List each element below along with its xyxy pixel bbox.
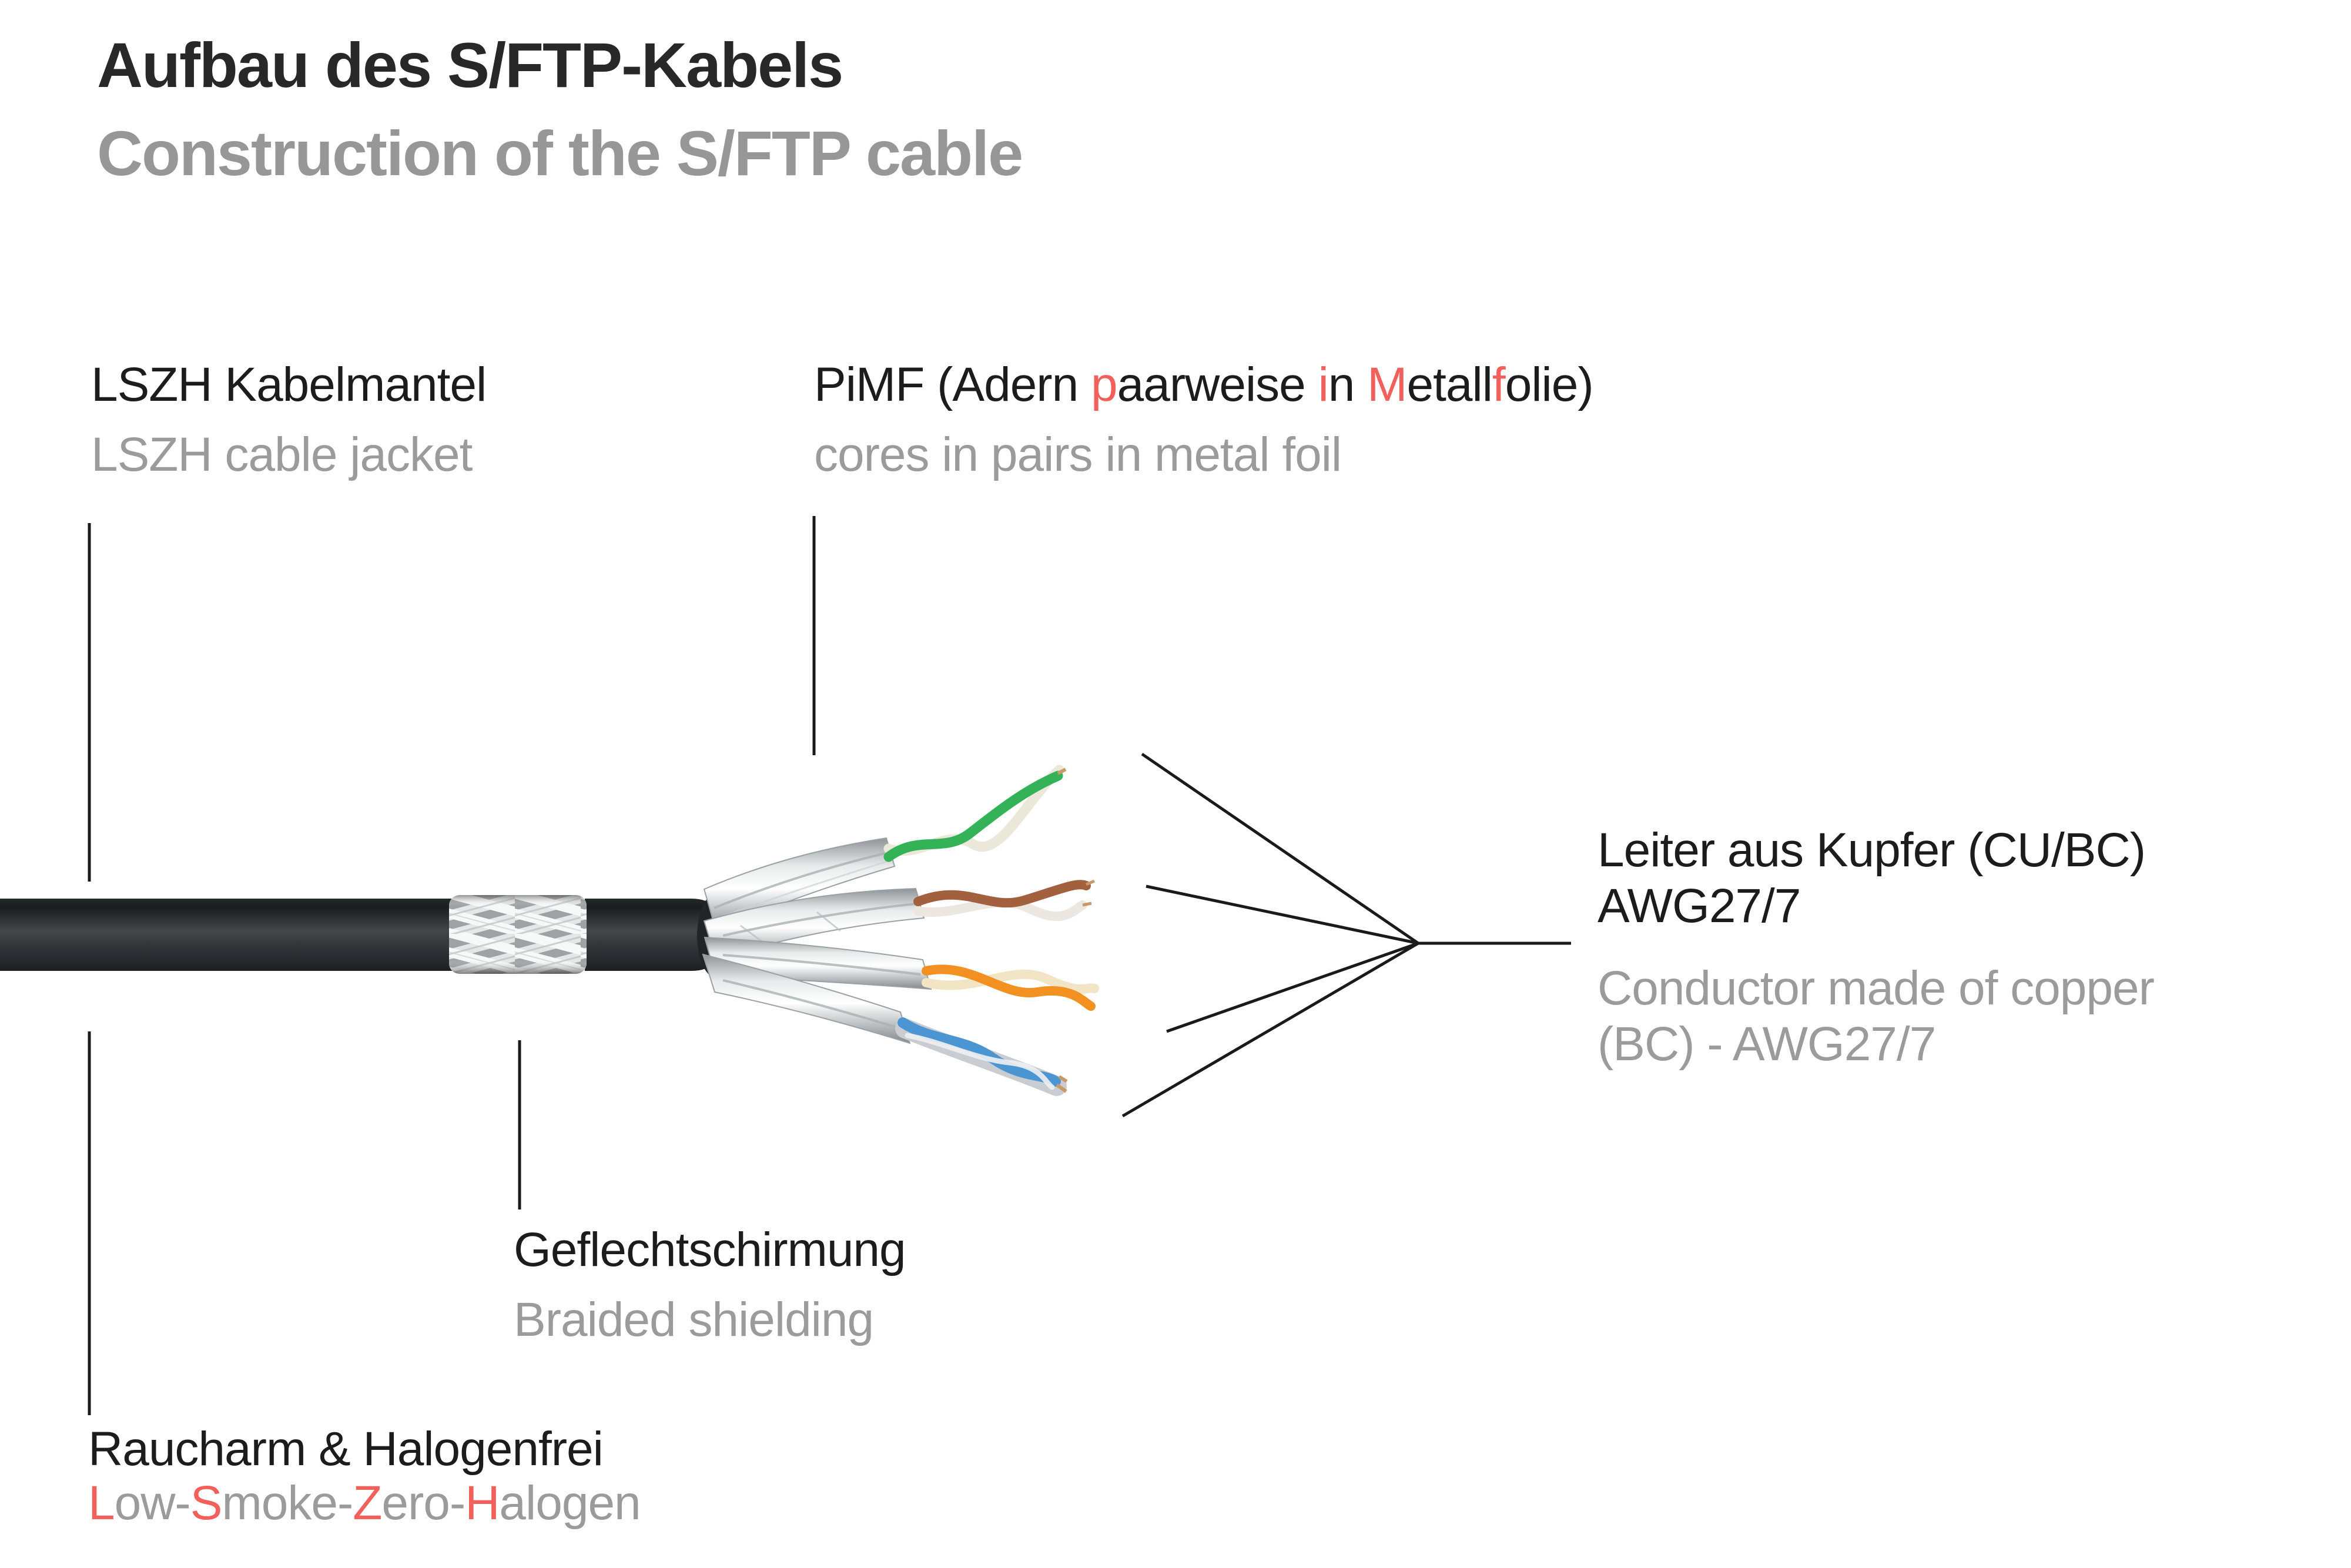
callout-lszh-property: Raucharm & Halogenfrei Low-Smoke-Zero-Ha…	[88, 1422, 641, 1530]
foil-crease	[714, 852, 885, 909]
accent-letter: Z	[353, 1476, 382, 1530]
callout-pimf-en: cores in pairs in metal foil	[814, 428, 1342, 481]
braid-shading	[449, 895, 587, 974]
text-segment: n	[1328, 358, 1368, 411]
copper-tip	[1056, 1075, 1068, 1093]
callout-lszh-property-en: Low-Smoke-Zero-Halogen	[88, 1476, 641, 1530]
callout-conductor-en-line2: (BC) - AWG27/7	[1598, 1017, 1936, 1071]
callout-conductor-en-line1: Conductor made of copper	[1598, 961, 2155, 1015]
callout-pimf: PiMF (Adern paarweise in Metallfolie) co…	[814, 350, 1594, 490]
page-title: Aufbau des S/FTP-Kabels	[97, 29, 843, 100]
callout-lszh-property-de: Raucharm & Halogenfrei	[88, 1422, 604, 1476]
callout-jacket-de: LSZH Kabelmantel	[91, 358, 487, 411]
callout-braid: Geflechtschirmung Braided shielding	[514, 1215, 906, 1355]
braided-shielding	[449, 895, 587, 974]
jacket-right-section	[585, 899, 724, 971]
text-segment: ow-	[114, 1476, 191, 1530]
callout-conductor: Leiter aus Kupfer (CU/BC) AWG27/7 Conduc…	[1598, 822, 2155, 1072]
text-segment: aarweise	[1117, 358, 1318, 411]
text-segment: ero-	[381, 1476, 465, 1530]
foil-crease	[722, 979, 905, 1031]
foil-crease	[711, 859, 891, 922]
copper-tip	[1082, 879, 1095, 907]
callout-lines	[88, 516, 1571, 1415]
text-segment: olie)	[1505, 358, 1594, 411]
text-segment: moke-	[222, 1476, 353, 1530]
callout-pimf-de: PiMF (Adern paarweise in Metallfolie)	[814, 350, 1594, 420]
callout-braid-en: Braided shielding	[514, 1293, 874, 1346]
callout-braid-de: Geflechtschirmung	[514, 1223, 906, 1276]
blue-wire	[897, 1017, 1061, 1087]
callout-jacket-en: LSZH cable jacket	[91, 428, 473, 481]
text-segment: PiMF (Adern	[814, 358, 1091, 411]
text-segment: etall	[1406, 358, 1492, 411]
brown-wire-mate	[913, 897, 1087, 921]
copper-tip	[1057, 768, 1067, 775]
accent-letter: M	[1367, 358, 1407, 411]
green-wire	[883, 770, 1063, 862]
foil-shield	[702, 953, 911, 1044]
accent-letter: L	[88, 1476, 115, 1530]
accent-letter: f	[1492, 358, 1506, 411]
accent-letter: H	[465, 1476, 500, 1530]
wire-highlight	[905, 1033, 1055, 1090]
accent-letter: i	[1318, 358, 1329, 411]
brown-wire	[913, 880, 1091, 908]
orange-wire-mate	[922, 969, 1099, 994]
page-subtitle: Construction of the S/FTP cable	[97, 118, 1023, 189]
callout-conductor-de-line2: AWG27/7	[1598, 879, 1801, 933]
callout-jacket: LSZH Kabelmantel LSZH cable jacket	[91, 350, 487, 490]
conductor-fan-lines	[1121, 752, 1571, 1118]
green-wire-mate	[883, 765, 1064, 856]
text-segment: alogen	[499, 1476, 641, 1530]
foil-crease	[722, 954, 921, 976]
cable-jacket	[0, 899, 724, 971]
callout-conductor-de-line1: Leiter aus Kupfer (CU/BC)	[1598, 823, 2146, 877]
accent-letter: p	[1091, 358, 1118, 411]
jacket-left-section	[0, 899, 458, 971]
wire-pair-blue	[702, 953, 1068, 1096]
spacer	[1598, 934, 2154, 960]
accent-letter: S	[190, 1476, 223, 1530]
orange-wire	[922, 964, 1096, 1011]
